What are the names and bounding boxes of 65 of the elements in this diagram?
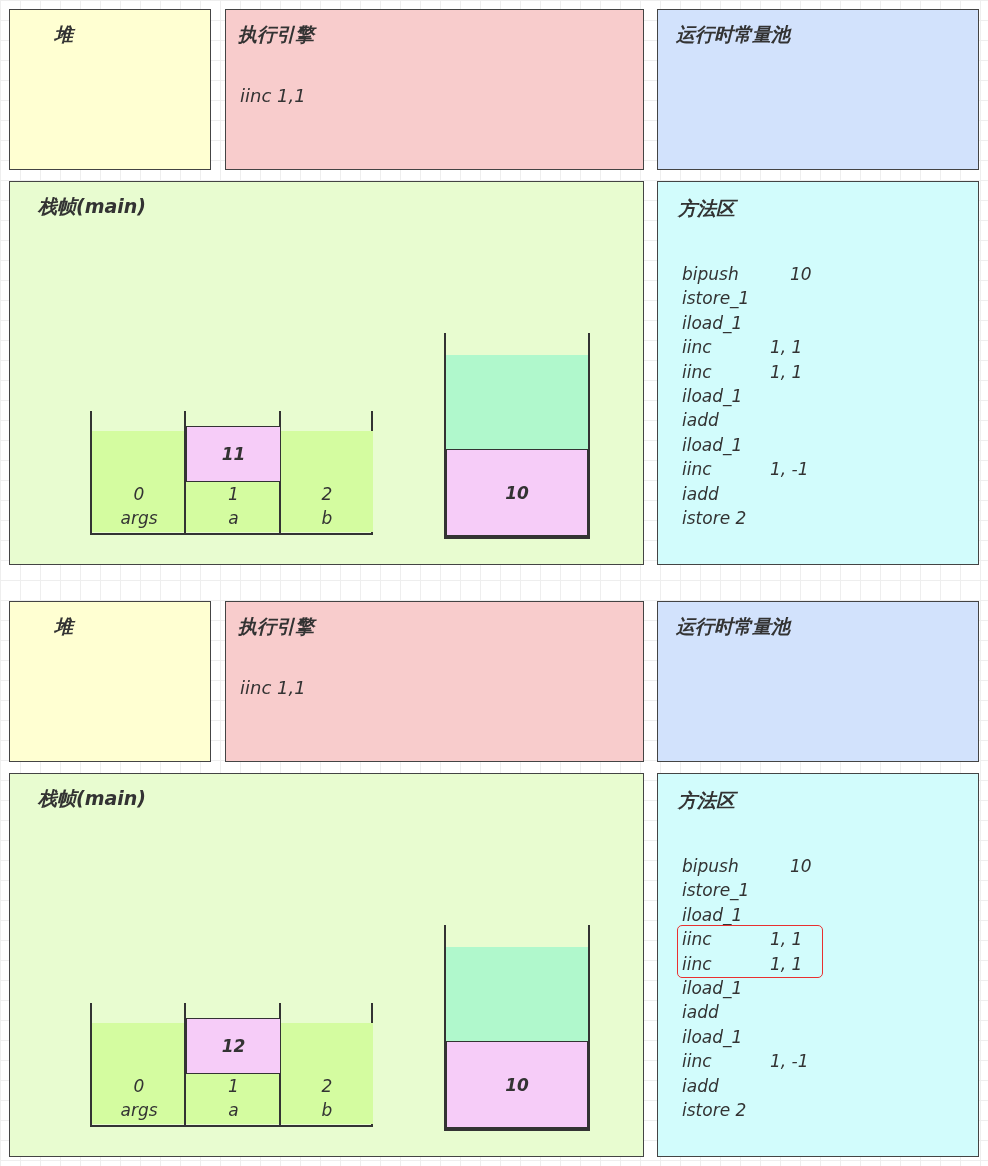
slot-name: args bbox=[119, 508, 159, 528]
code-line: iload_1 bbox=[682, 311, 743, 335]
operand-stack-container bbox=[444, 925, 590, 1131]
highlight-box bbox=[677, 925, 823, 978]
slot-name: args bbox=[119, 1100, 159, 1120]
code-line: iload_1 bbox=[682, 433, 743, 457]
slot-cell bbox=[92, 1023, 186, 1124]
box-title: 栈帧(main) bbox=[38, 194, 147, 219]
slot-name: a bbox=[227, 1100, 240, 1120]
code-line: istore_1 bbox=[682, 287, 750, 311]
code-line: iload_1 bbox=[682, 1025, 743, 1049]
slot-name: b bbox=[320, 1100, 334, 1120]
method-area-box bbox=[657, 181, 979, 565]
code-line: istore 2 bbox=[682, 507, 747, 530]
slot-index: 2 bbox=[320, 484, 334, 504]
slot-name: a bbox=[227, 508, 240, 528]
code-line: iadd bbox=[682, 409, 719, 433]
code-line: iinc 1, 1 bbox=[682, 360, 803, 384]
code-line: iinc 1, -1 bbox=[682, 1050, 809, 1074]
slot-cell bbox=[281, 431, 373, 532]
local-variable-container bbox=[90, 1003, 373, 1127]
method-area-box bbox=[657, 773, 979, 1157]
instruction-text: iinc 1,1 bbox=[240, 677, 306, 698]
stack-frame-box bbox=[9, 773, 644, 1157]
heap-box bbox=[9, 9, 211, 170]
code-line: iinc 1, -1 bbox=[682, 458, 809, 482]
slot-cell bbox=[186, 482, 281, 532]
box-title: 栈帧(main) bbox=[38, 786, 147, 811]
engine-box bbox=[225, 9, 644, 170]
code-line: bipush 10 bbox=[682, 263, 812, 286]
heap-box bbox=[9, 601, 211, 762]
code-line: istore_1 bbox=[682, 879, 750, 903]
instruction-text: iinc 1,1 bbox=[240, 85, 306, 106]
code-line: iadd bbox=[682, 482, 719, 506]
constant-pool-box bbox=[657, 9, 979, 170]
slot-index: 0 bbox=[132, 484, 146, 504]
slot-cell bbox=[281, 1023, 373, 1124]
stack-frame-box bbox=[9, 181, 644, 565]
value-box: 11 bbox=[186, 426, 281, 482]
code-line: iadd bbox=[682, 1074, 719, 1098]
slot-cell bbox=[186, 1074, 281, 1124]
slot-index: 2 bbox=[320, 1076, 334, 1096]
slot-index: 1 bbox=[227, 484, 240, 504]
value-box: 12 bbox=[186, 1018, 281, 1074]
stack-cell: 10 bbox=[446, 1041, 588, 1128]
box-title: 运行时常量池 bbox=[676, 22, 790, 47]
code-line: istore 2 bbox=[682, 1099, 747, 1122]
local-variable-container bbox=[90, 411, 373, 535]
code-line: iinc 1, 1 bbox=[682, 336, 803, 360]
operand-stack-container bbox=[444, 333, 590, 539]
code-line: iload_1 bbox=[682, 385, 743, 408]
code-line: iadd bbox=[682, 1001, 719, 1025]
slot-name: b bbox=[320, 508, 334, 528]
engine-box bbox=[225, 601, 644, 762]
code-line: bipush 10 bbox=[682, 855, 812, 878]
stack-cell: 10 bbox=[446, 449, 588, 536]
code-line: iinc 1, 1 bbox=[682, 928, 803, 952]
code-line: iload_1 bbox=[682, 903, 743, 927]
constant-pool-box bbox=[657, 601, 979, 762]
slot-cell bbox=[92, 431, 186, 532]
slot-index: 1 bbox=[227, 1076, 240, 1096]
code-line: iinc 1, 1 bbox=[682, 952, 803, 976]
slot-index: 0 bbox=[132, 1076, 146, 1096]
box-title: 运行时常量池 bbox=[676, 614, 790, 639]
code-line: iload_1 bbox=[682, 977, 743, 1000]
